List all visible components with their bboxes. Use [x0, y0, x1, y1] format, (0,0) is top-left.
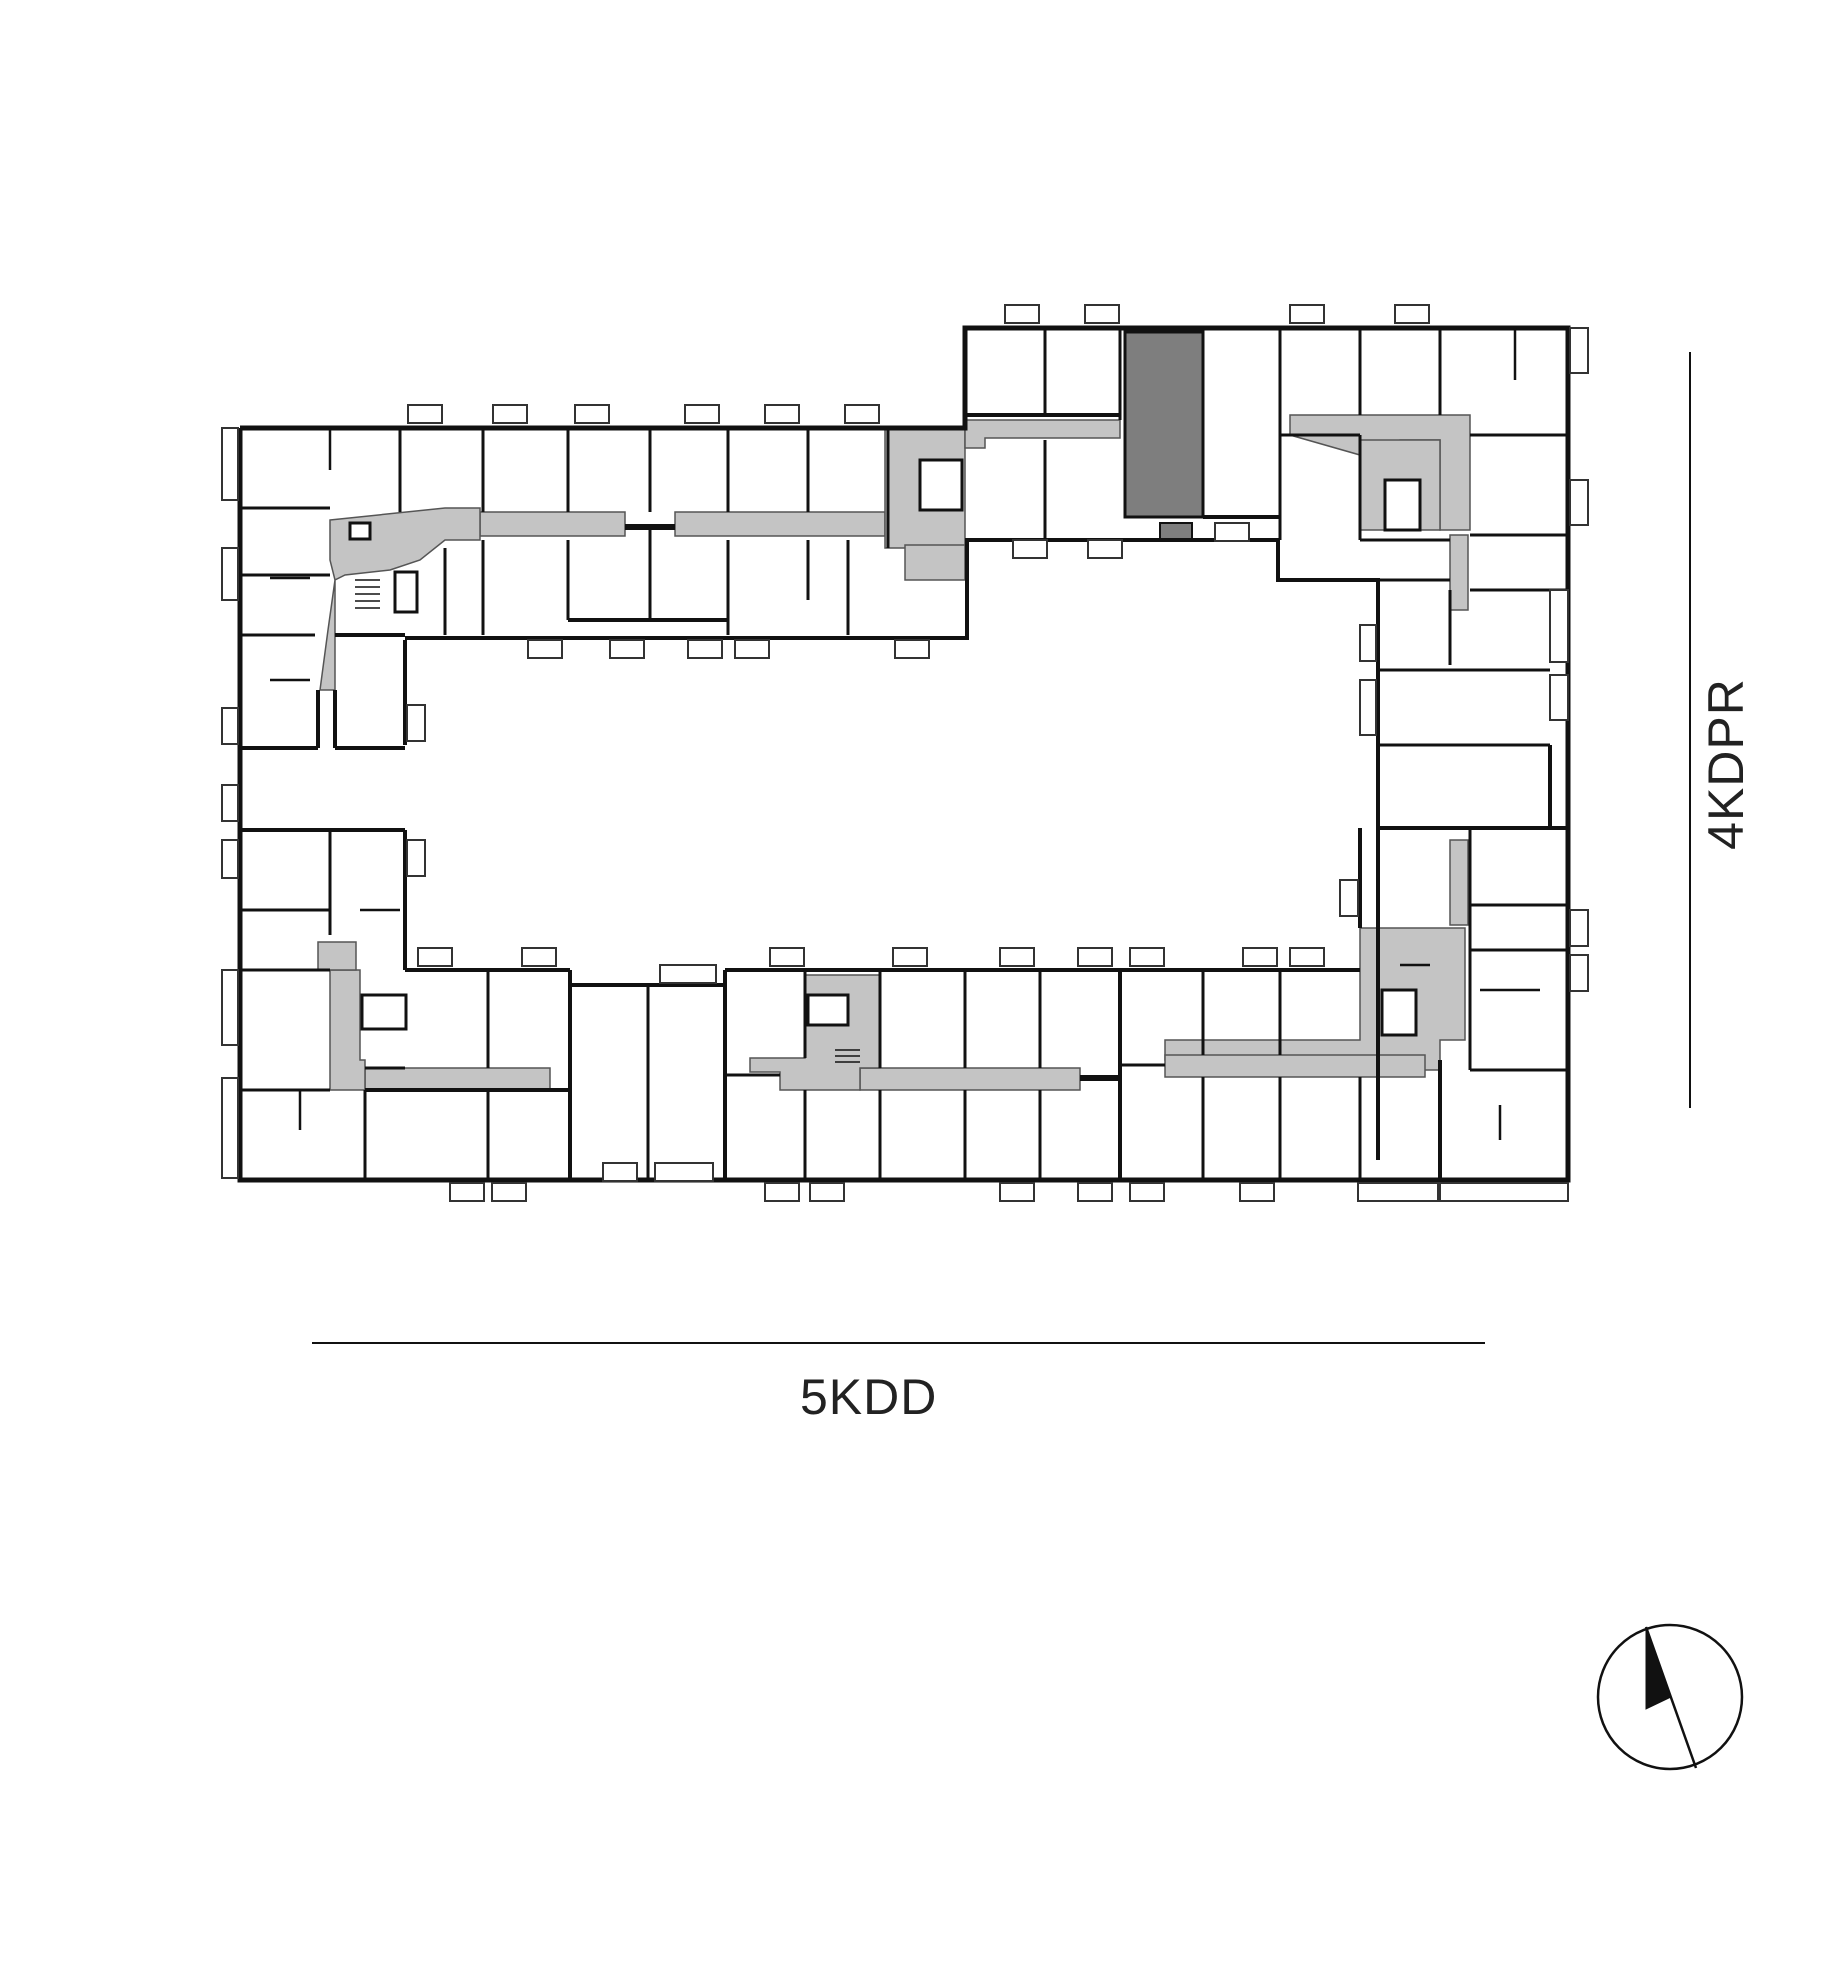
elevator-se [1380, 988, 1418, 1037]
elevator-cores [348, 458, 1422, 1037]
core-south-stair [749, 974, 881, 1091]
elevator-ne [1383, 478, 1422, 532]
dimension-label-depth: 4KDPR [1697, 678, 1754, 850]
corridor-top-mid [674, 511, 886, 537]
compass-north-arrow-icon [1596, 1623, 1744, 1771]
corridor-south-mid [859, 1067, 1081, 1091]
highlighted-unit [1123, 330, 1205, 519]
elevator-n [918, 458, 964, 512]
corridor-top-left [479, 511, 626, 537]
dimension-label-width: 5KDD [800, 1369, 938, 1425]
corridor-north [964, 419, 1121, 449]
elevator-nw [348, 521, 372, 541]
corridors [317, 414, 1471, 1091]
core-nw [319, 507, 481, 691]
stair-icon [355, 579, 860, 1063]
corridor-south-east [1164, 1054, 1426, 1078]
outer-wall-top-left [237, 325, 1571, 1183]
balconies [221, 304, 1589, 1202]
core-sw [329, 969, 366, 1091]
elevator-s [806, 993, 850, 1027]
elevator-nw-2 [393, 570, 419, 614]
core-sw-top [317, 941, 357, 971]
corridor-south-west [364, 1067, 551, 1091]
corridor-east-2 [1449, 839, 1469, 926]
elevator-sw [360, 993, 408, 1031]
core-top-stair-b [904, 544, 966, 581]
corridor-east-1 [1449, 534, 1469, 611]
interior-walls [240, 328, 1568, 1180]
door-ticks [270, 328, 1560, 1140]
